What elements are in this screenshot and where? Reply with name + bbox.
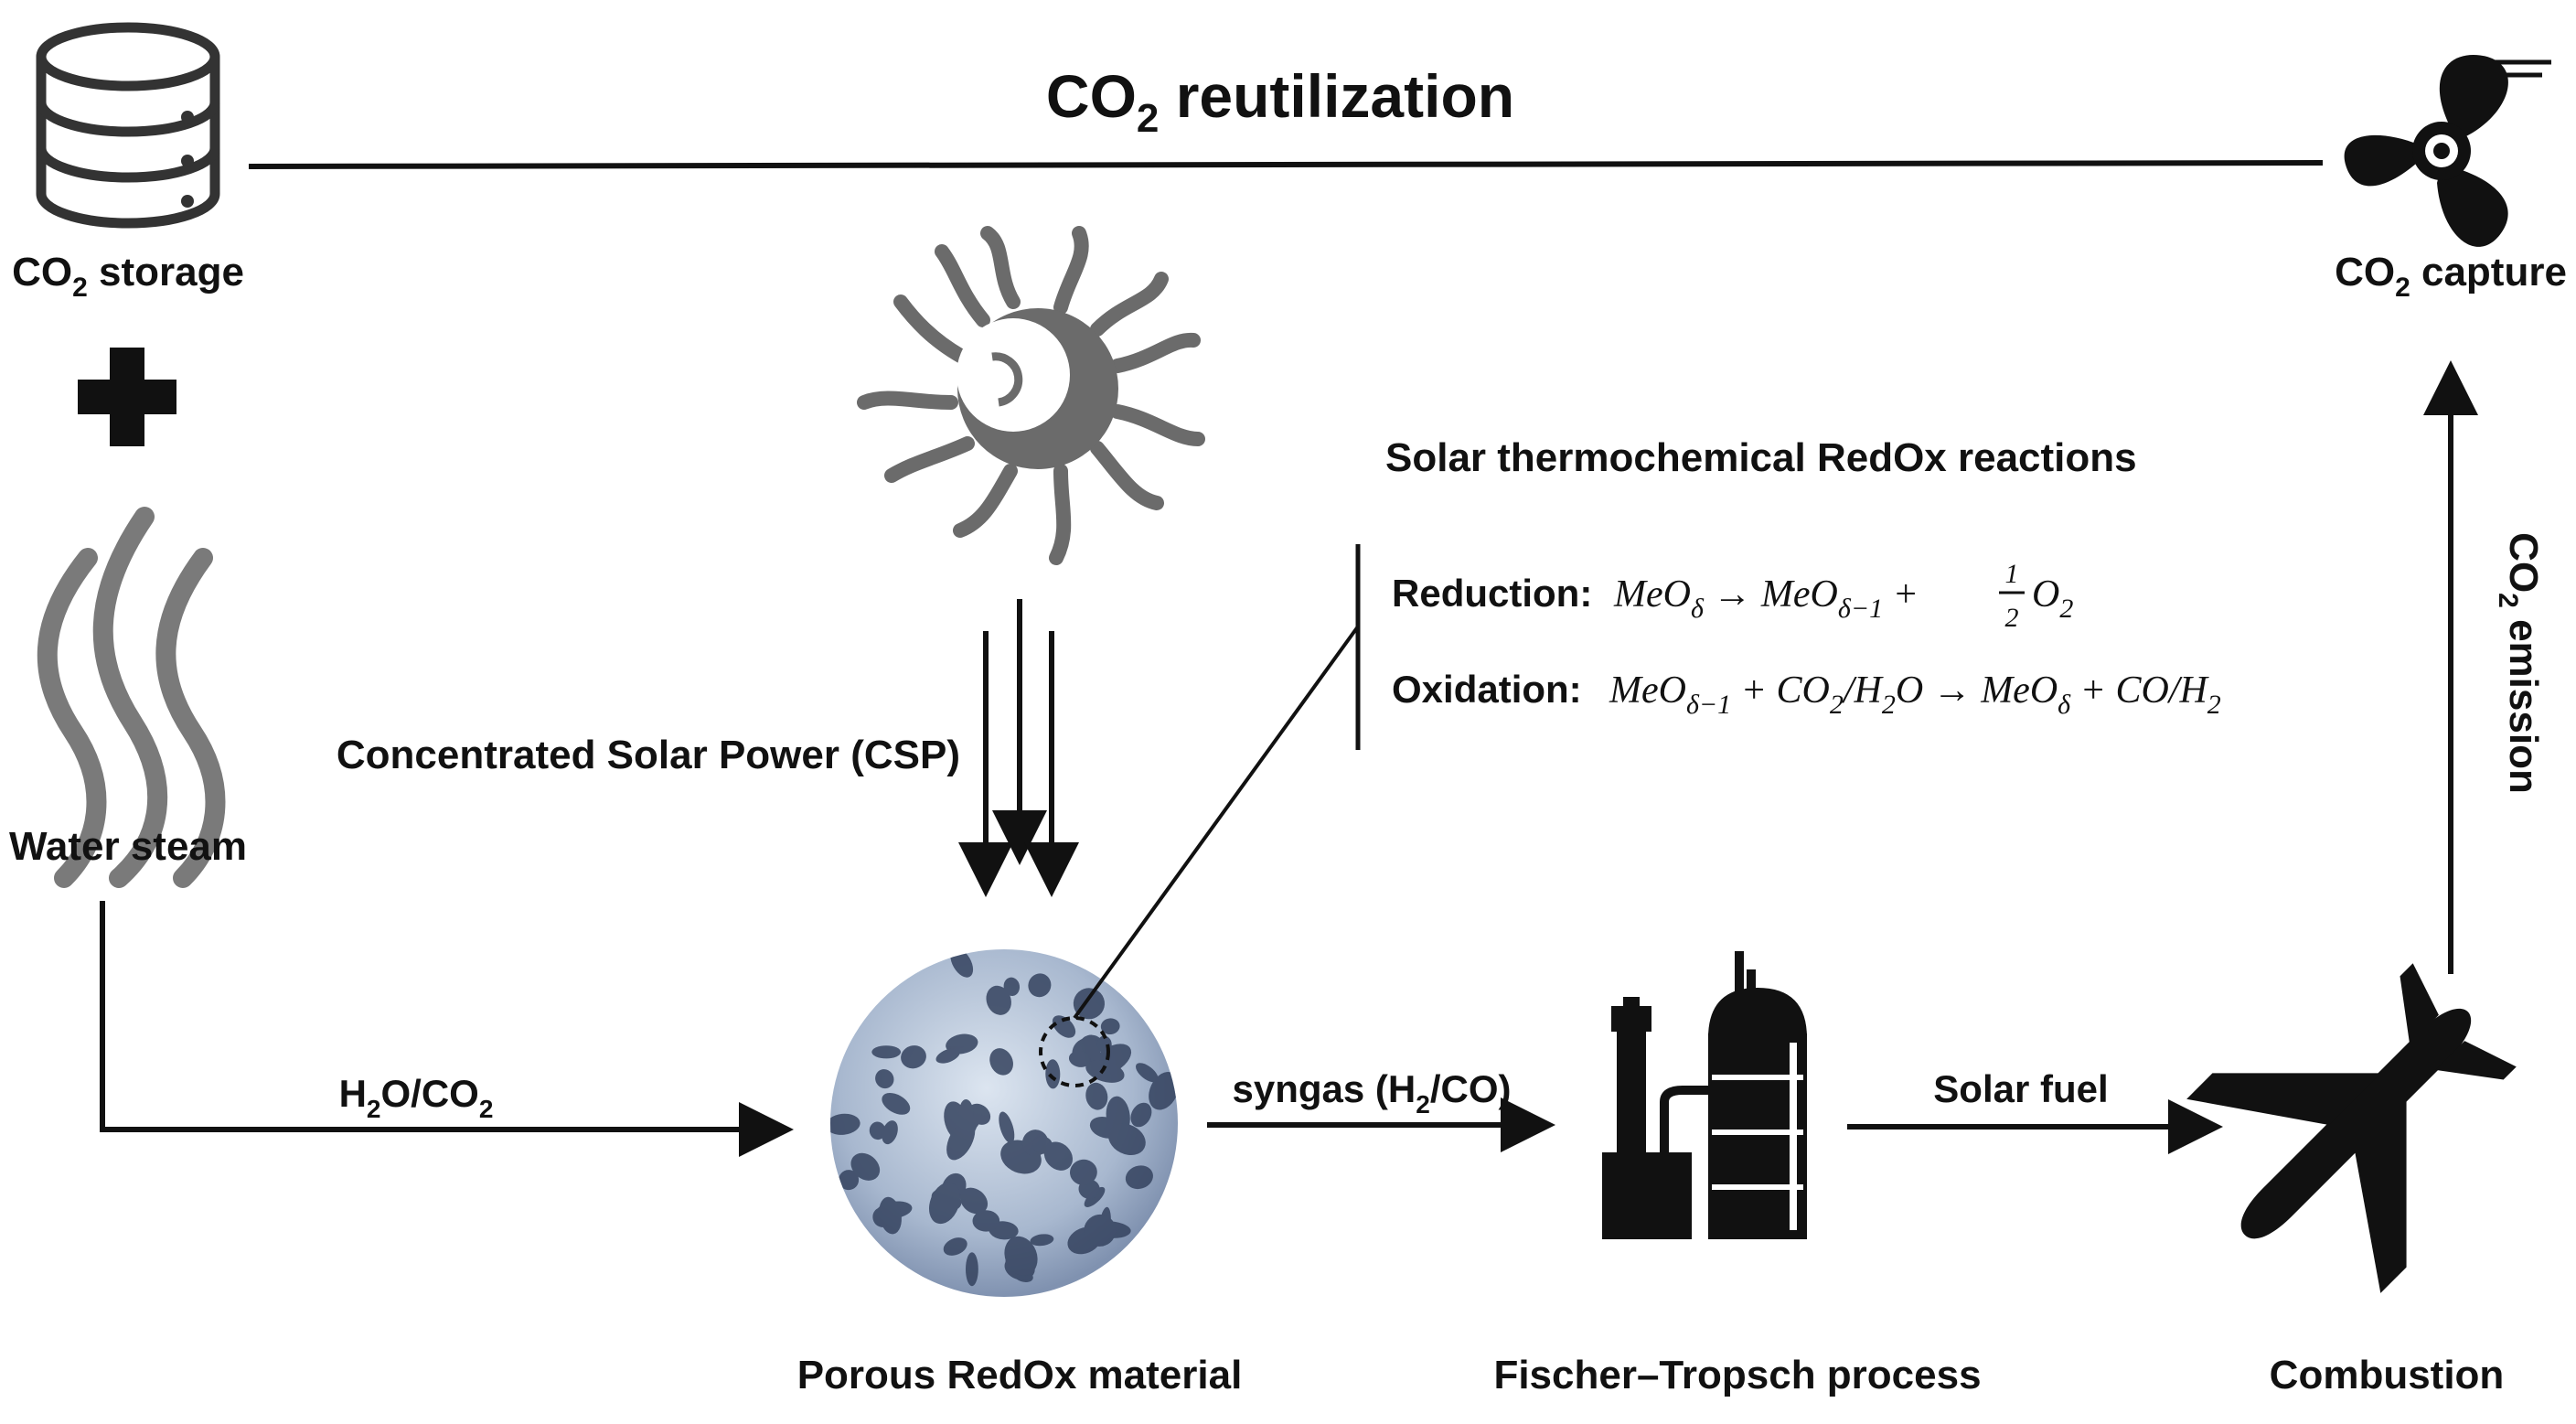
foam-pore <box>1004 1236 1038 1277</box>
csp-label: Concentrated Solar Power (CSP) <box>337 733 960 777</box>
foam-pore <box>1045 1059 1061 1089</box>
foam-pore <box>986 985 1011 1015</box>
foam-pore <box>1085 1082 1108 1110</box>
foam-pore <box>869 1121 886 1140</box>
foam-pore <box>830 1113 860 1135</box>
foam-pore <box>1028 973 1052 998</box>
svg-text:1: 1 <box>2005 559 2019 589</box>
foam-pore <box>1043 1141 1073 1171</box>
porous-material-image <box>830 949 1178 1297</box>
foam-pore <box>958 1099 974 1128</box>
oxidation-label: Oxidation: <box>1392 668 1582 711</box>
zoom-circle <box>1039 1016 1110 1087</box>
foam-pore <box>882 1093 911 1115</box>
foam-pore <box>935 1048 960 1064</box>
foam-pore <box>966 1252 978 1287</box>
feed-arrow <box>100 901 794 1157</box>
foam-pore <box>1052 1015 1076 1038</box>
svg-text:2: 2 <box>2005 603 2019 633</box>
foam-pore <box>959 1187 989 1215</box>
reactions-heading: Solar thermochemical RedOx reactions <box>1385 435 2137 480</box>
oxidation-equation: MeOδ−1 + CO2/H2O → MeOδ + CO/H2 <box>1609 669 2221 720</box>
combustion-label: Combustion <box>2270 1353 2505 1397</box>
co2-emission-label: CO2 emission <box>2493 532 2546 794</box>
csp-arrows <box>958 599 1079 897</box>
feed-label: H2O/CO2 <box>339 1072 494 1123</box>
sun-icon <box>857 226 1205 565</box>
factory-icon <box>1602 951 1807 1239</box>
foam-pore <box>1100 1018 1120 1035</box>
foam-pore <box>989 1048 1013 1076</box>
steam-icon <box>37 507 226 888</box>
foam-pore <box>901 1045 926 1069</box>
zoom-connector <box>1073 625 1360 1020</box>
foam-pore <box>872 1207 892 1227</box>
water-steam-label: Water steam <box>9 824 247 869</box>
foam-pore <box>1107 1123 1146 1156</box>
foam-pore <box>1084 1214 1117 1247</box>
foam-pore <box>871 1045 902 1059</box>
fischer-tropsch-label: Fischer–Tropsch process <box>1493 1353 1981 1397</box>
plus-icon <box>78 348 176 446</box>
reduction-fraction: 1 2 <box>1999 559 2025 633</box>
foam-pore <box>972 1210 1000 1232</box>
co2-capture-label: CO2 capture <box>2335 250 2567 303</box>
diagram-title: CO2 reutilization <box>1046 62 1514 141</box>
solar-fuel-label: Solar fuel <box>1933 1067 2108 1110</box>
airplane-icon <box>2186 963 2517 1293</box>
foam-pore <box>875 1069 894 1089</box>
reduction-label: Reduction: <box>1392 572 1592 615</box>
foam-pore <box>928 1182 961 1225</box>
foam-pore <box>882 1120 898 1145</box>
reutilization-line <box>248 160 2324 169</box>
database-icon <box>36 22 220 229</box>
foam-pore <box>1130 1102 1152 1128</box>
foam-pore <box>1068 1050 1091 1067</box>
reduction-product: O2 <box>2032 573 2073 624</box>
foam-pore <box>1136 1063 1159 1083</box>
foam-pore <box>1125 1165 1153 1190</box>
foam-pore <box>1003 977 1021 996</box>
foam-pore <box>839 1170 860 1191</box>
co2-storage-label: CO2 storage <box>12 250 244 303</box>
foam-pore <box>1030 1234 1054 1247</box>
foam-pore <box>1070 1159 1097 1185</box>
foam-pore <box>850 1152 881 1181</box>
syngas-label: syngas (H2/CO) <box>1233 1067 1512 1119</box>
reduction-equation: MeOδ → MeOδ−1 + <box>1613 573 1919 624</box>
porous-material-label: Porous RedOx material <box>797 1353 1243 1397</box>
fan-icon <box>2344 55 2551 247</box>
foam-pore <box>943 1237 967 1256</box>
foam-pore <box>999 1111 1015 1144</box>
